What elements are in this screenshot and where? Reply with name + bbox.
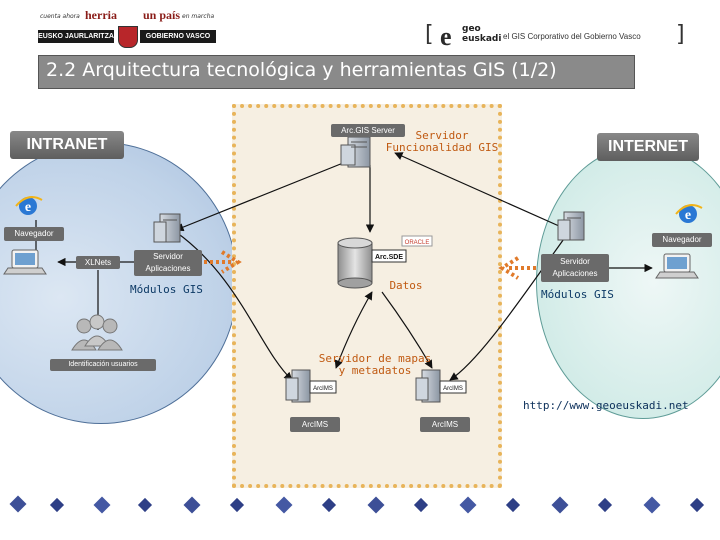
arcsde-icon-label: Arc.SDE [375,254,403,261]
line-db-to-ims2 [381,291,433,369]
modulos-gis-right-label: Módulos GIS [541,288,614,301]
laptop-icon-left [3,249,47,275]
logo-slogan-herria: herria [85,8,117,22]
svg-text:e: e [25,200,31,215]
intranet-label: INTRANET [10,131,124,159]
laptop-icon-right [655,253,699,279]
left-logo: cuenta ahora herria un país en marcha [40,8,220,30]
arcims-2-label: ArcIMS [420,417,470,432]
arcims-icon-label-1: ArcIMS [313,386,333,392]
svg-text:e: e [685,208,691,223]
line-right-to-center [394,152,569,231]
internet-explorer-icon-right: e [675,204,703,223]
modulos-gis-left-label: Módulos GIS [130,283,203,296]
slide-title: 2.2 Arquitectura tecnológica y herramien… [46,59,557,81]
brand-bottom: euskadi [462,34,502,44]
logo-slogan-un-pais: un país [143,8,181,22]
geoeuskadi-url-link[interactable]: http://www.geoeuskadi.net [523,399,689,412]
users-group-icon [71,314,123,351]
left-app-server-icon [153,213,181,243]
arcgis-server-icon [340,136,371,168]
logo-slogan-small-2: en marcha [182,13,215,20]
servidor-aplicaciones-right-label: Servidor Aplicaciones [541,254,609,282]
servidor-aplicaciones-left-label: Servidor Aplicaciones [134,250,202,276]
coat-of-arms-icon [118,26,138,48]
arcims-1-label: ArcIMS [290,417,340,432]
geoeuskadi-tagline: el GIS Corporativo del Gobierno Vasco [503,32,641,41]
gov-spanish-label: GOBIERNO VASCO [140,30,216,43]
identificacion-usuarios-label: Identificación usuarios [50,359,156,371]
bottom-decoration [9,495,705,514]
title-bar [38,55,635,89]
gov-basque-label: EUSKO JAURLARITZA [38,30,114,43]
bracket-left: [ [425,22,434,47]
geoeuskadi-logo: geo euskadi [462,24,501,44]
line-left-to-center [175,151,369,232]
servidor-mapas-label: Servidor de mapas y metadatos [318,352,432,377]
brand-top: geo [462,24,481,34]
line-left-server-to-map [175,231,293,381]
servidor-funcionalidad-label: Servidor Funcionalidad GIS [385,129,499,154]
logo-slogan-small-1: cuenta ahora [40,13,80,20]
right-app-server-icon [557,211,585,241]
bracket-right: ] [676,22,685,47]
database-icon [337,235,433,289]
internet-explorer-icon-left: e [15,196,43,215]
arcims-server-icon-1 [285,369,337,403]
internet-label: INTERNET [597,133,699,161]
arcims-server-icon-2 [415,369,467,403]
geoeuskadi-e-icon: e [440,22,452,51]
orange-dotted-arrows [204,250,536,280]
navegador-right-label: Navegador [652,233,712,247]
xlnets-label: XLNets [76,256,120,269]
navegador-left-label: Navegador [4,227,64,241]
datos-label: Datos [389,279,423,292]
line-db-to-map [334,291,373,369]
arcgis-server-label: Arc.GIS Server [331,124,405,137]
oracle-icon-label: ORACLE [405,240,430,246]
arcims-icon-label-2: ArcIMS [443,386,463,392]
